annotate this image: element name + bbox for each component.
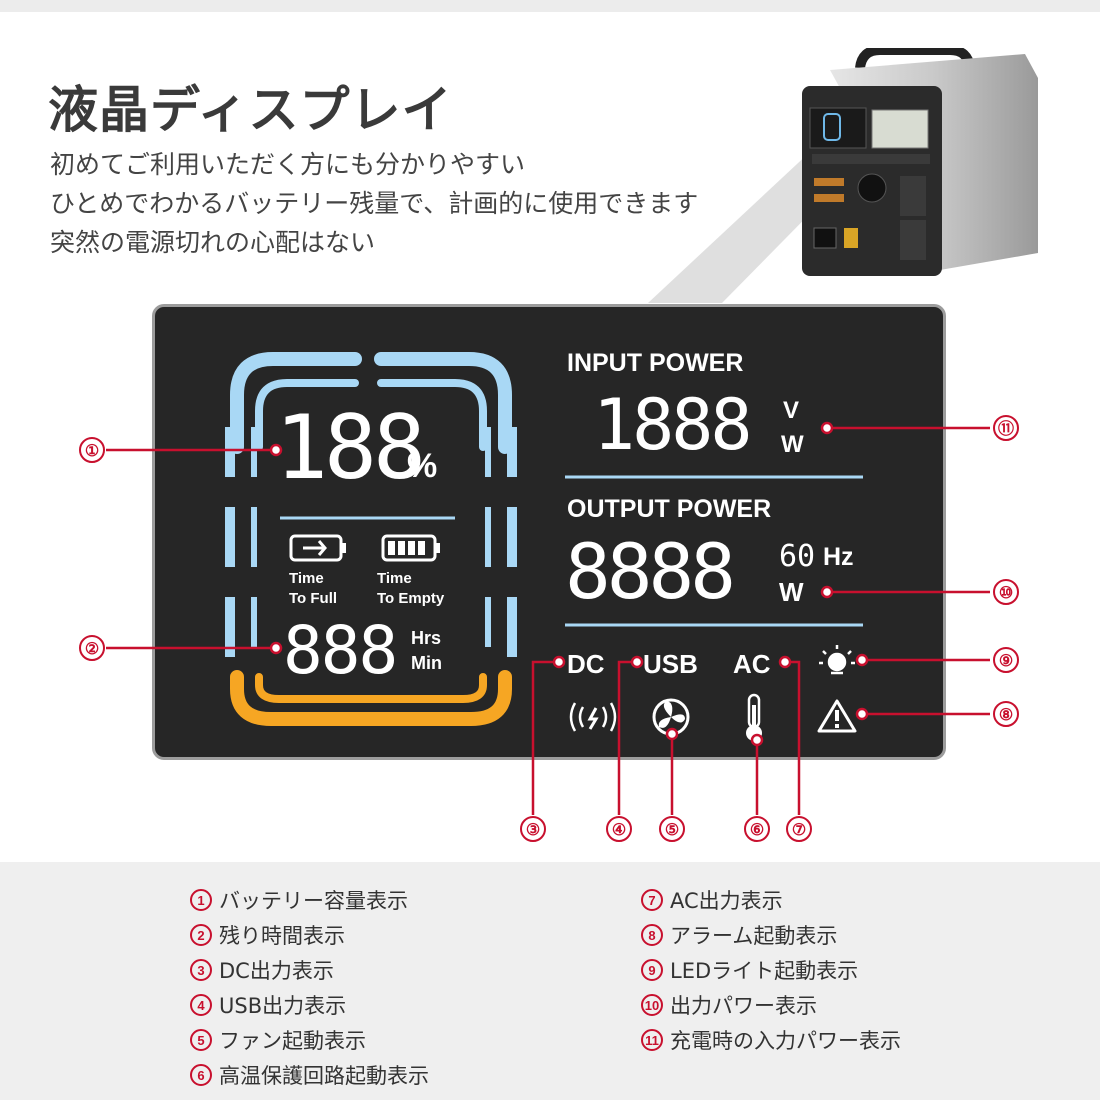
output-power-label: OUTPUT POWER <box>567 495 772 523</box>
legend-text: バッテリー容量表示 <box>219 889 408 913</box>
hz-label: Hz <box>823 543 854 571</box>
legend-item: 6 高温保護回路起動表示 <box>190 1060 429 1090</box>
power-station-image <box>802 48 1038 276</box>
lcd-graphics <box>225 352 863 741</box>
legend-number: 4 <box>190 994 212 1016</box>
input-unit-v: V <box>783 397 800 424</box>
legend-number: 5 <box>190 1029 212 1051</box>
legend-number: 3 <box>190 959 212 981</box>
time-to-empty-label: Time To Empty <box>377 570 445 607</box>
min-label: Min <box>411 653 442 673</box>
usb-indicator: USB <box>643 649 698 679</box>
led-light-icon <box>819 645 855 675</box>
legend-text: 充電時の入力パワー表示 <box>670 1029 901 1053</box>
time-to-full-label: Time To Full <box>289 570 338 607</box>
callout-8: ⑧ <box>993 701 1019 727</box>
battery-ring-orange <box>230 670 512 726</box>
legend-number: 11 <box>641 1029 663 1051</box>
input-unit-w: W <box>781 431 804 458</box>
battery-charging-icon <box>289 534 346 562</box>
callout-1: ① <box>79 437 105 463</box>
callout-4: ④ <box>606 816 632 842</box>
legend-item: 2 残り時間表示 <box>190 920 345 950</box>
wireless-charging-icon <box>569 702 617 732</box>
zoom-beam <box>648 150 845 303</box>
legend-item: 4 USB出力表示 <box>190 990 346 1020</box>
subtitle-line-1: 初めてご利用いただく方にも分かりやすい <box>50 150 526 179</box>
warning-icon <box>817 699 857 733</box>
battery-full-icon <box>381 534 440 562</box>
battery-percent-digits: 188 <box>275 396 426 499</box>
legend-text: 高温保護回路起動表示 <box>219 1064 429 1088</box>
legend-text: DC出力表示 <box>219 959 334 983</box>
legend-number: 1 <box>190 889 212 911</box>
remaining-time-digits: 888 <box>283 612 398 689</box>
legend-item: 3 DC出力表示 <box>190 955 334 985</box>
legend-item: 7 AC出力表示 <box>641 885 783 915</box>
legend-number: 10 <box>641 994 663 1016</box>
legend-number: 6 <box>190 1064 212 1086</box>
legend-item: 10 出力パワー表示 <box>641 990 817 1020</box>
lcd-panel: 188 % Time To Full Time To Empty 888 Hrs… <box>152 304 946 760</box>
legend-panel <box>0 862 1100 1100</box>
callout-lines <box>106 421 990 815</box>
frequency-digits: 60 <box>779 539 816 574</box>
legend-item: 1 バッテリー容量表示 <box>190 885 408 915</box>
legend-item: 5 ファン起動表示 <box>190 1025 366 1055</box>
subtitle-line-2: ひとめでわかるバッテリー残量で、計画的に使用できます <box>50 189 699 218</box>
callout-7: ⑦ <box>786 816 812 842</box>
legend-text: 出力パワー表示 <box>670 994 817 1018</box>
legend-text: LEDライト起動表示 <box>670 959 859 983</box>
legend-item: 11 充電時の入力パワー表示 <box>641 1025 901 1055</box>
callout-9: ⑨ <box>993 647 1019 673</box>
hrs-label: Hrs <box>411 628 442 648</box>
callout-3: ③ <box>520 816 546 842</box>
input-power-label: INPUT POWER <box>567 349 744 377</box>
legend-number: 7 <box>641 889 663 911</box>
page-title: 液晶ディスプレイ <box>48 81 453 139</box>
input-power-digits: 1888 <box>593 384 753 466</box>
legend-item: 9 LEDライト起動表示 <box>641 955 858 985</box>
battery-ring-blue <box>230 352 512 454</box>
callout-2: ② <box>79 635 105 661</box>
legend-text: アラーム起動表示 <box>670 924 838 948</box>
subtitle-line-3: 突然の電源切れの心配はない <box>50 228 376 257</box>
legend-text: ファン起動表示 <box>219 1029 366 1053</box>
legend-number: 9 <box>641 959 663 981</box>
battery-percent-unit: % <box>407 447 438 485</box>
legend-text: AC出力表示 <box>670 889 783 913</box>
battery-ring-bars <box>225 427 517 657</box>
legend-text: 残り時間表示 <box>219 924 345 948</box>
top-band <box>0 0 1100 12</box>
callout-5: ⑤ <box>659 816 685 842</box>
output-power-digits: 8888 <box>565 527 736 616</box>
callout-11: ⑪ <box>993 415 1019 441</box>
subtitle: 初めてご利用いただく方にも分かりやすい ひとめでわかるバッテリー残量で、計画的に… <box>50 145 698 262</box>
legend-text: USB出力表示 <box>219 994 347 1018</box>
dc-indicator: DC <box>567 649 605 679</box>
legend-number: 8 <box>641 924 663 946</box>
legend-item: 8 アラーム起動表示 <box>641 920 837 950</box>
output-unit-w: W <box>779 577 804 607</box>
ac-indicator: AC <box>733 649 771 679</box>
callout-10: ⑩ <box>993 579 1019 605</box>
legend-number: 2 <box>190 924 212 946</box>
callout-6: ⑥ <box>744 816 770 842</box>
